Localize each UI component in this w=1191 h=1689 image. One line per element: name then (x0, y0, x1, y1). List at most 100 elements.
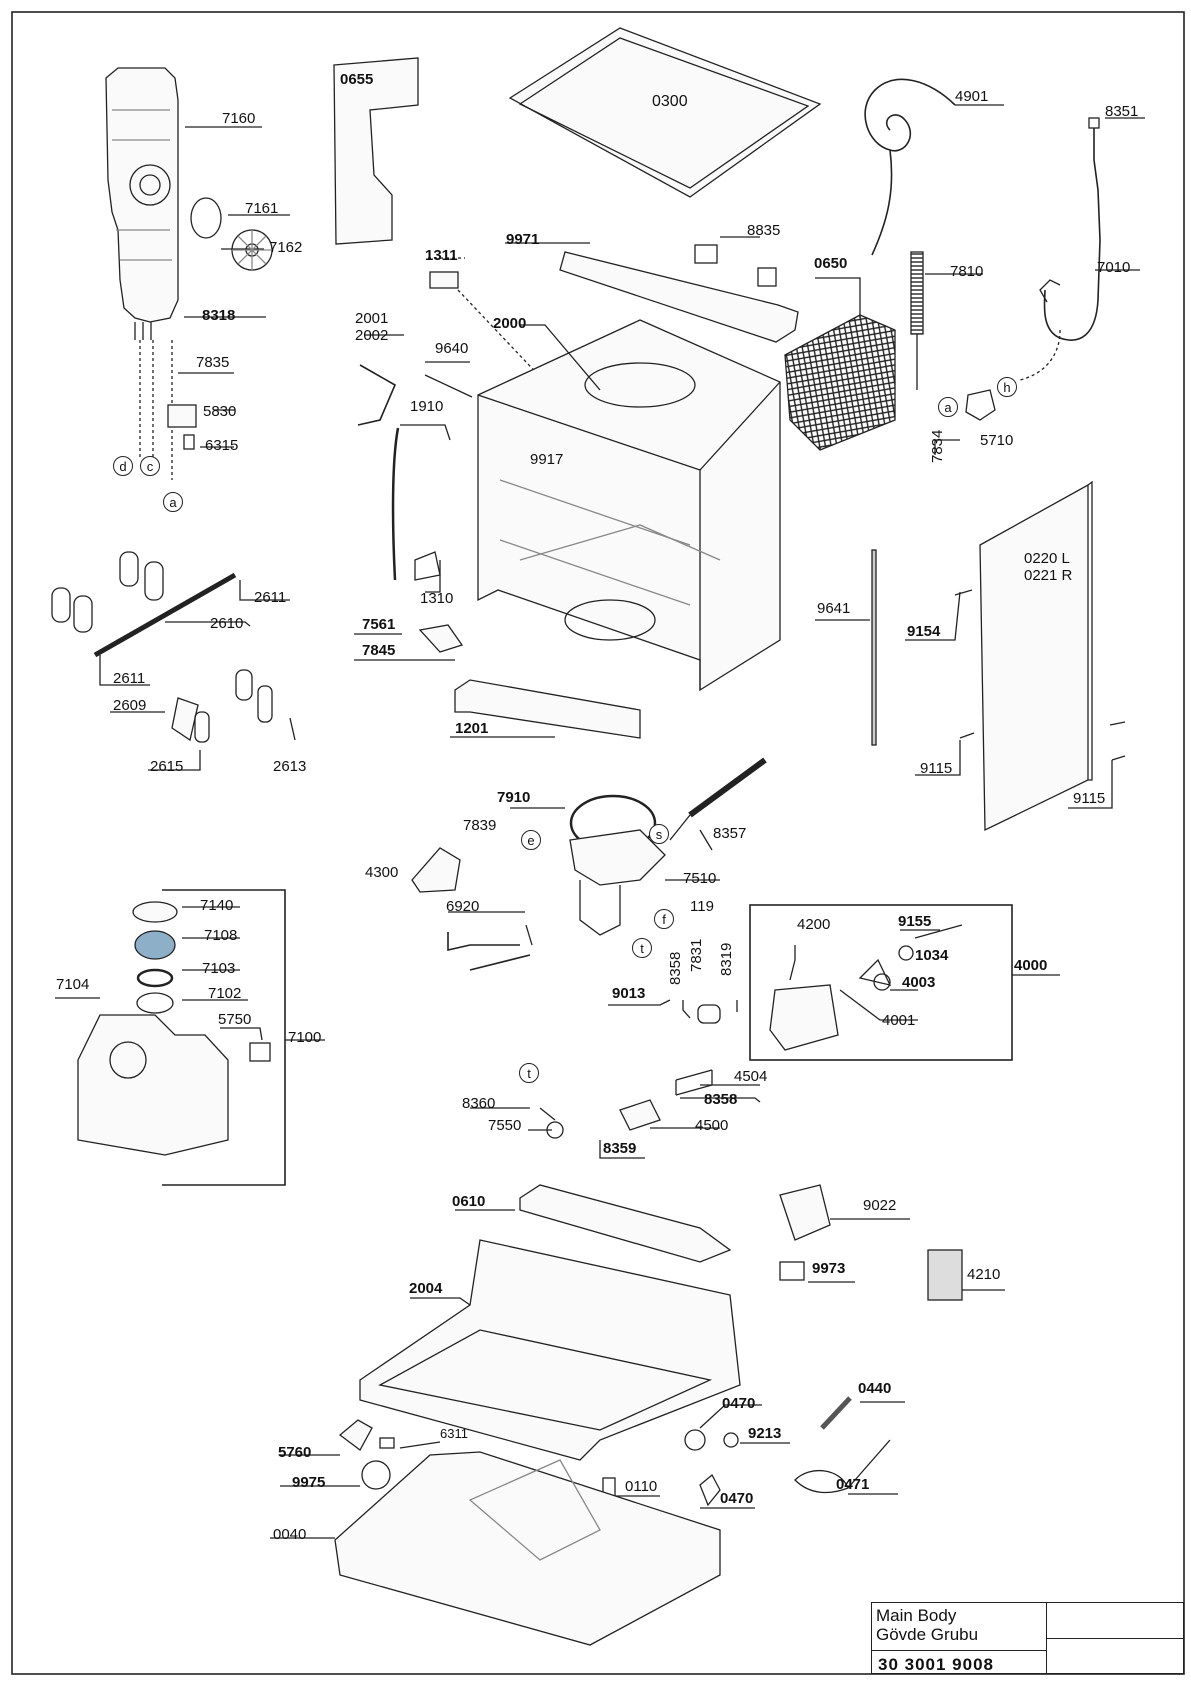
label-0110: 0110 (625, 1478, 658, 1495)
label-9154: 9154 (907, 623, 941, 640)
label-7108: 7108 (204, 927, 238, 944)
label-8835: 8835 (747, 222, 781, 239)
label-9973: 9973 (812, 1260, 846, 1277)
label-7161: 7161 (245, 200, 279, 217)
label-0471: 0471 (836, 1476, 870, 1493)
label-7510: 7510 (683, 870, 717, 887)
label-9022: 9022 (863, 1197, 897, 1214)
label-1310: 1310 (420, 590, 454, 607)
label-0470-upper: 0470 (722, 1395, 756, 1412)
label-7162: 7162 (269, 239, 303, 256)
label-8318: 8318 (202, 307, 236, 324)
label-2004: 2004 (409, 1280, 443, 1297)
label-1311: 1311 (425, 247, 458, 264)
label-8359: 8359 (603, 1140, 637, 1157)
callout-c: c (140, 456, 160, 476)
label-4901: 4901 (955, 88, 989, 105)
label-7845: 7845 (362, 642, 396, 659)
label-2611-lower: 2611 (113, 670, 146, 687)
label-4003: 4003 (902, 974, 936, 991)
label-7160: 7160 (222, 110, 256, 127)
label-5830: 5830 (203, 403, 237, 420)
label-2000: 2000 (493, 315, 527, 332)
label-2613: 2613 (273, 758, 307, 775)
callout-e: e (521, 830, 541, 850)
label-9971: 9971 (506, 231, 540, 248)
label-2615: 2615 (150, 758, 184, 775)
label-4200: 4200 (797, 916, 831, 933)
label-7834: 7834 (929, 429, 946, 463)
label-7910: 7910 (497, 789, 531, 806)
label-1201: 1201 (455, 720, 489, 737)
label-7102: 7102 (208, 985, 242, 1002)
label-8358-vertical: 8358 (667, 951, 684, 985)
label-7100: 7100 (288, 1029, 322, 1046)
label-9115-right: 9115 (1073, 790, 1106, 807)
label-5710: 5710 (980, 432, 1014, 449)
label-0610: 0610 (452, 1193, 486, 1210)
label-4504: 4504 (734, 1068, 768, 1085)
label-9213: 9213 (748, 1425, 782, 1442)
label-7561: 7561 (362, 616, 396, 633)
label-0040: 0040 (273, 1526, 307, 1543)
part-2000-drawing (477, 319, 781, 692)
label-9917: 9917 (530, 451, 564, 468)
label-0440: 0440 (858, 1380, 892, 1397)
label-119: 119 (690, 898, 714, 915)
label-4500: 4500 (695, 1117, 729, 1134)
label-8357: 8357 (713, 825, 747, 842)
label-9155: 9155 (898, 913, 932, 930)
label-2611-upper: 2611 (254, 589, 287, 606)
label-5760: 5760 (278, 1444, 312, 1461)
label-2002: 2002 (355, 327, 389, 344)
title-part-number: 30 3001 9008 (878, 1655, 994, 1674)
label-5750: 5750 (218, 1011, 252, 1028)
part-7160-drawing (105, 67, 179, 340)
label-2609: 2609 (113, 697, 147, 714)
label-0221-r: 0221 R (1024, 567, 1073, 584)
label-0300: 0300 (652, 93, 688, 110)
title-block-name: Main Body Gövde Grubu (876, 1606, 978, 1644)
label-9641: 9641 (817, 600, 851, 617)
label-0220-l: 0220 L (1024, 550, 1070, 567)
label-7104: 7104 (56, 976, 90, 993)
label-7831: 7831 (688, 938, 705, 972)
label-0470-lower: 0470 (720, 1490, 754, 1507)
label-1034: 1034 (915, 947, 949, 964)
title-name-en: Main Body (876, 1606, 957, 1625)
title-name-tr: Gövde Grubu (876, 1625, 979, 1644)
label-7810: 7810 (950, 263, 984, 280)
label-4000: 4000 (1014, 957, 1048, 974)
label-9975: 9975 (292, 1474, 326, 1491)
label-8358: 8358 (704, 1091, 738, 1108)
label-9013: 9013 (612, 985, 646, 1002)
label-7839: 7839 (463, 817, 497, 834)
label-7140: 7140 (200, 897, 234, 914)
label-4001: 4001 (882, 1012, 916, 1029)
callout-t-lower: t (519, 1063, 539, 1083)
label-6920: 6920 (446, 898, 480, 915)
label-0655: 0655 (340, 71, 374, 88)
callout-a-left: a (163, 492, 183, 512)
label-2001: 2001 (355, 310, 389, 327)
label-9115-left: 9115 (920, 760, 953, 777)
label-9640: 9640 (435, 340, 469, 357)
callout-t-upper: t (632, 938, 652, 958)
label-4300: 4300 (365, 864, 399, 881)
label-7550: 7550 (488, 1117, 522, 1134)
label-1910: 1910 (410, 398, 444, 415)
label-7103: 7103 (202, 960, 236, 977)
callout-a-right: a (938, 397, 958, 417)
label-0650: 0650 (814, 255, 848, 272)
callout-h: h (997, 377, 1017, 397)
title-block: Main Body Gövde Grubu 30 3001 9008 (871, 1602, 1184, 1674)
callout-f: f (654, 909, 674, 929)
label-7835: 7835 (196, 354, 230, 371)
callout-s: s (649, 824, 669, 844)
label-4210: 4210 (967, 1266, 1001, 1283)
label-8351: 8351 (1105, 103, 1139, 120)
label-8319: 8319 (718, 942, 735, 976)
label-6311: 6311 (440, 1426, 468, 1441)
